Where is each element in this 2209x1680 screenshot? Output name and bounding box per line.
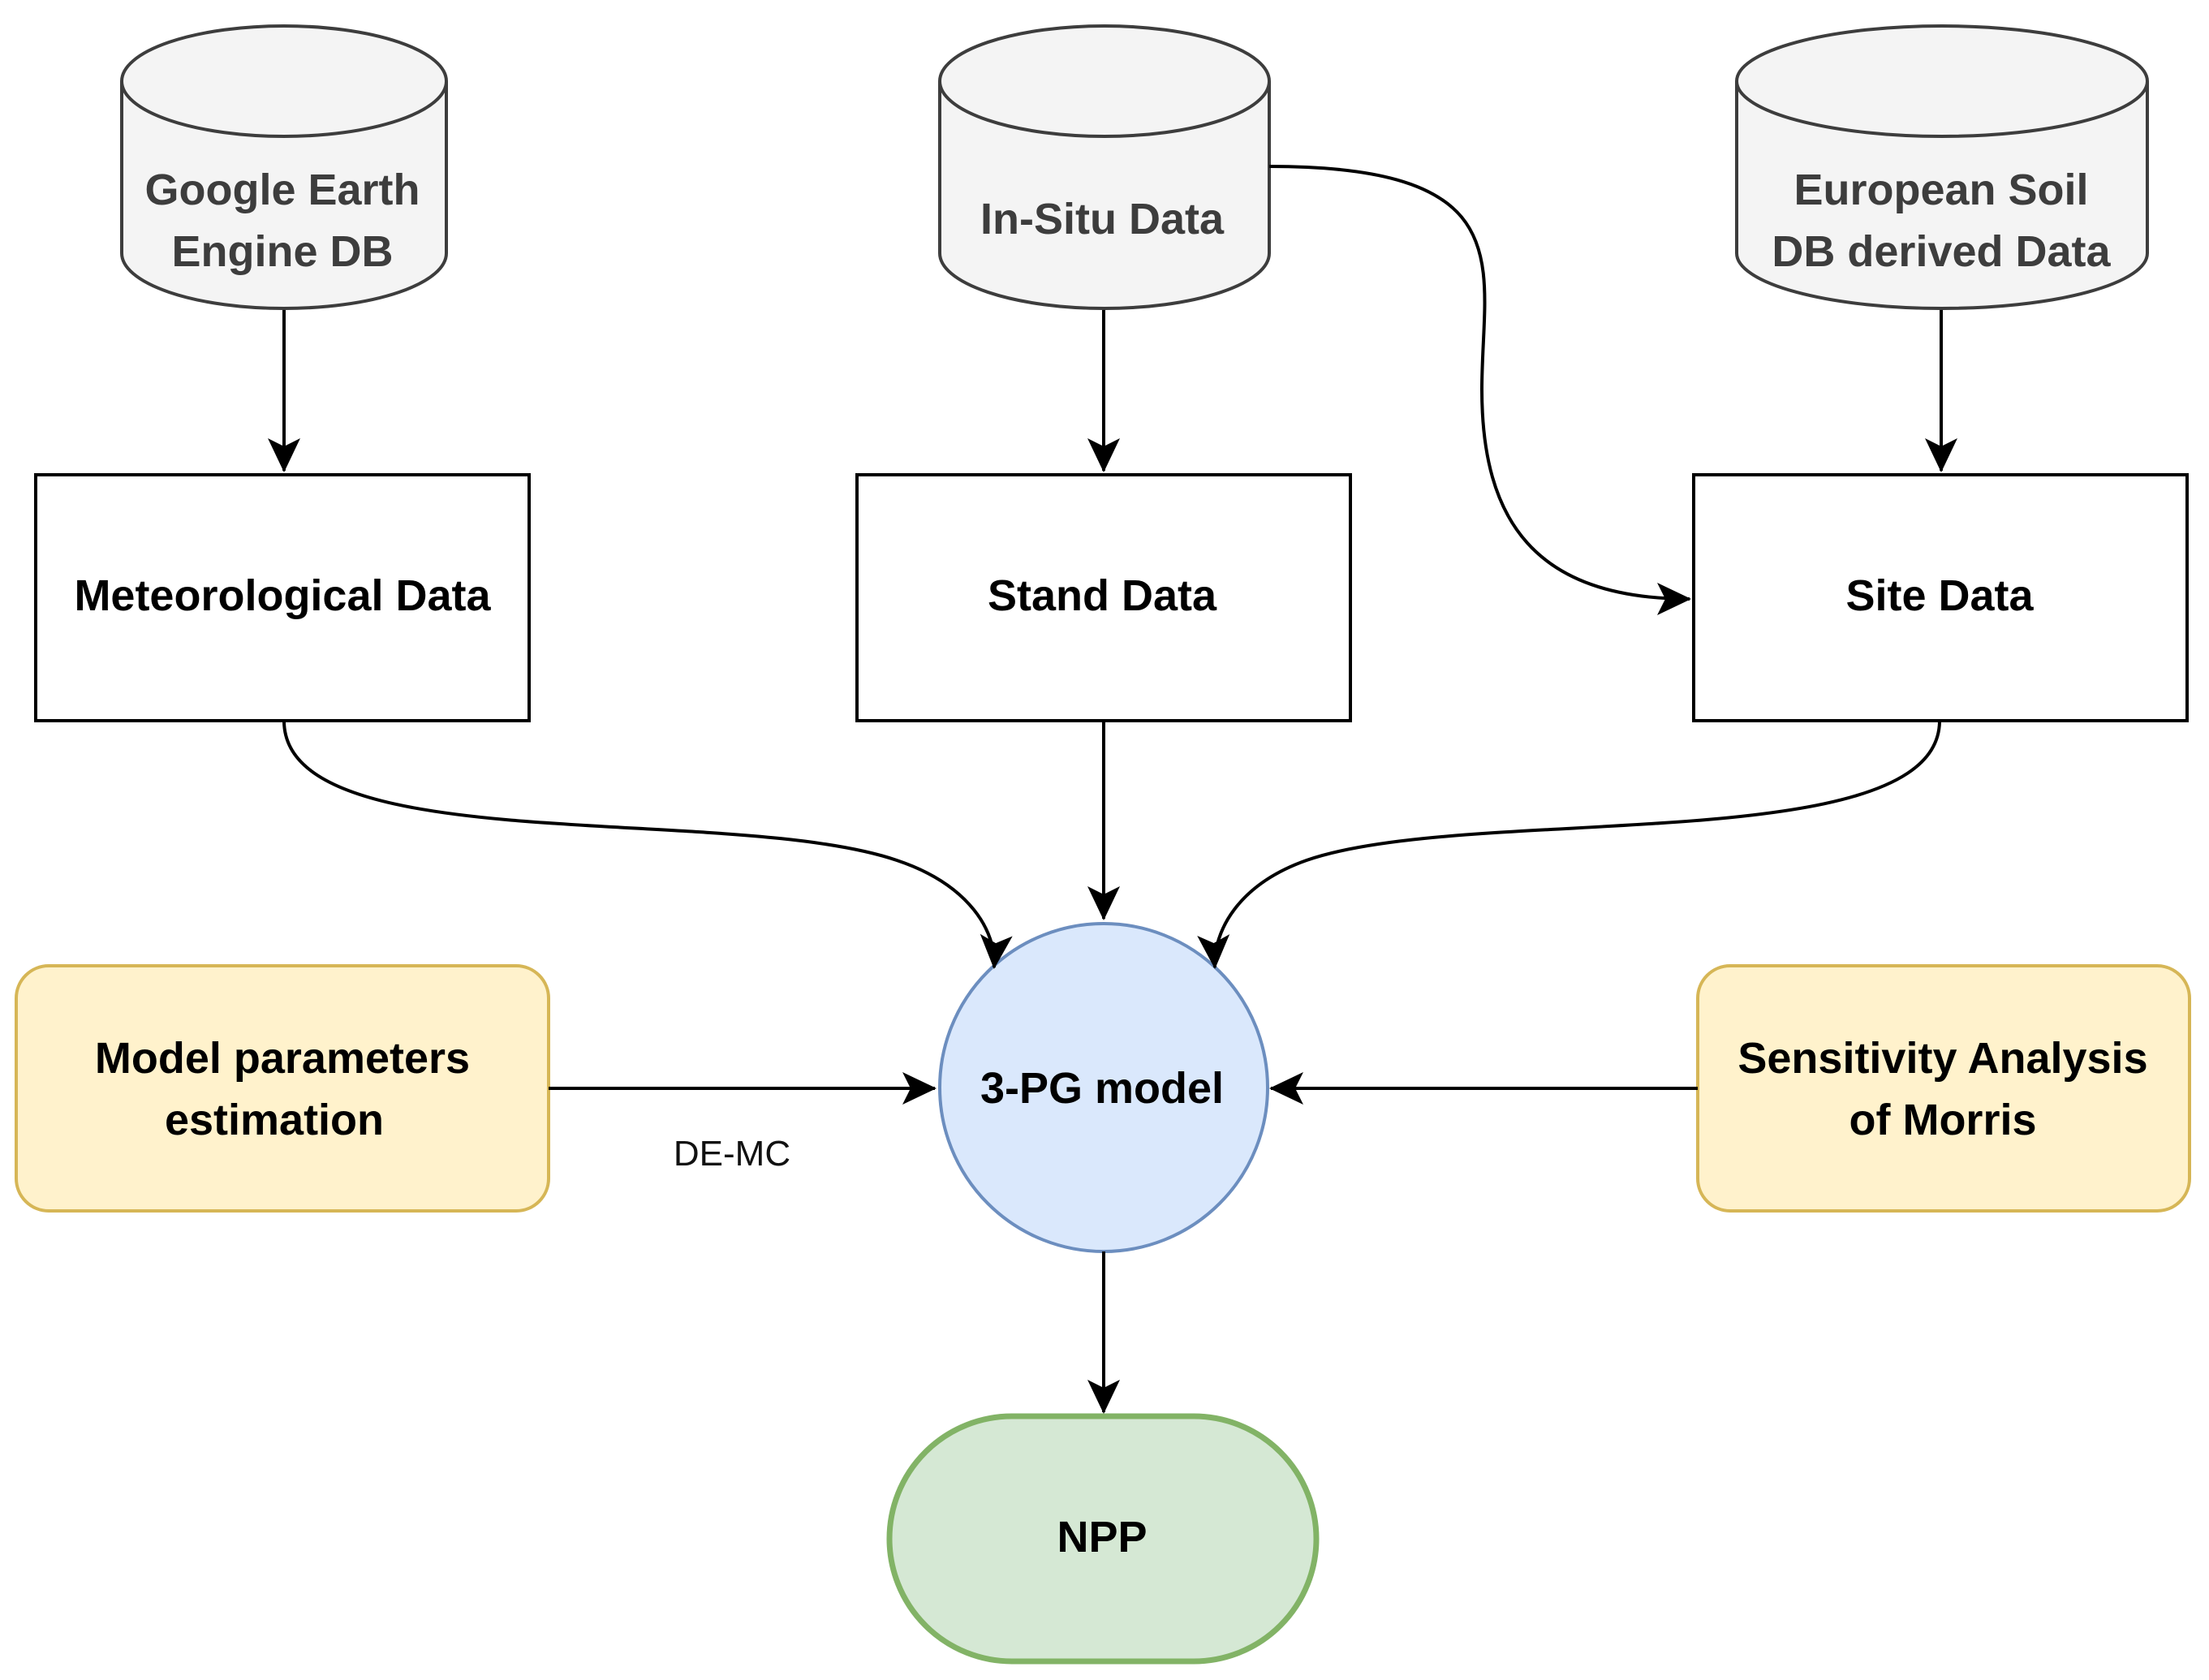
box-sensitivity-analysis-label-1: Sensitivity Analysis (1737, 1034, 2147, 1083)
box-stand-data-shape (855, 473, 1352, 722)
box-site-data-shape (1692, 473, 2189, 722)
db-european-soil-label-2: DB derived Data (1772, 227, 2111, 276)
db-google-earth-engine-shape (120, 24, 448, 310)
db-in-situ-shape (938, 24, 1271, 310)
db-in-situ-label: In-Situ Data (980, 195, 1225, 243)
edge-insitu-to-site (1268, 165, 1691, 615)
box-model-parameters-estimation-label-2: estimation (165, 1096, 384, 1144)
db-in-situ: In-Situ Data (938, 24, 1271, 310)
node-3pg-model-label: 3-PG model (980, 1064, 1224, 1113)
edge-label-de-mc: DE-MC (674, 1134, 790, 1174)
db-european-soil-rim (1735, 80, 2149, 138)
db-google-earth-engine: Google Earth Engine DB (120, 24, 448, 310)
edge-meteo-to-model (282, 720, 1013, 969)
node-3pg-model: 3-PG model (938, 922, 1269, 1253)
db-european-soil: European Soil DB derived Data (1735, 24, 2149, 310)
edge-site-to-model (1197, 720, 1941, 969)
node-npp: NPP (886, 1413, 1320, 1665)
box-stand-data: Stand Data (855, 473, 1352, 722)
db-google-earth-engine-rim (120, 80, 448, 138)
box-model-parameters-estimation-shape (15, 964, 550, 1213)
box-meteorological-data-label: Meteorological Data (74, 571, 491, 620)
box-site-data-label: Site Data (1845, 571, 2034, 620)
box-sensitivity-analysis-label-2: of Morris (1849, 1096, 2036, 1144)
node-npp-shape (886, 1413, 1320, 1665)
box-model-parameters-estimation-label-1: Model parameters (95, 1034, 470, 1083)
node-npp-label: NPP (1057, 1513, 1147, 1562)
box-sensitivity-analysis: Sensitivity Analysis of Morris (1696, 964, 2191, 1213)
box-stand-data-label: Stand Data (988, 571, 1217, 620)
db-google-earth-engine-label-1: Google Earth (144, 166, 420, 214)
box-site-data: Site Data (1692, 473, 2189, 722)
box-meteorological-data: Meteorological Data (34, 473, 531, 722)
box-model-parameters-estimation: Model parameters estimation (15, 964, 550, 1213)
box-sensitivity-analysis-shape (1696, 964, 2191, 1213)
db-european-soil-shape (1735, 24, 2149, 310)
db-in-situ-rim (938, 80, 1271, 138)
db-google-earth-engine-label-2: Engine DB (171, 227, 393, 276)
db-european-soil-label-1: European Soil (1793, 166, 2088, 214)
